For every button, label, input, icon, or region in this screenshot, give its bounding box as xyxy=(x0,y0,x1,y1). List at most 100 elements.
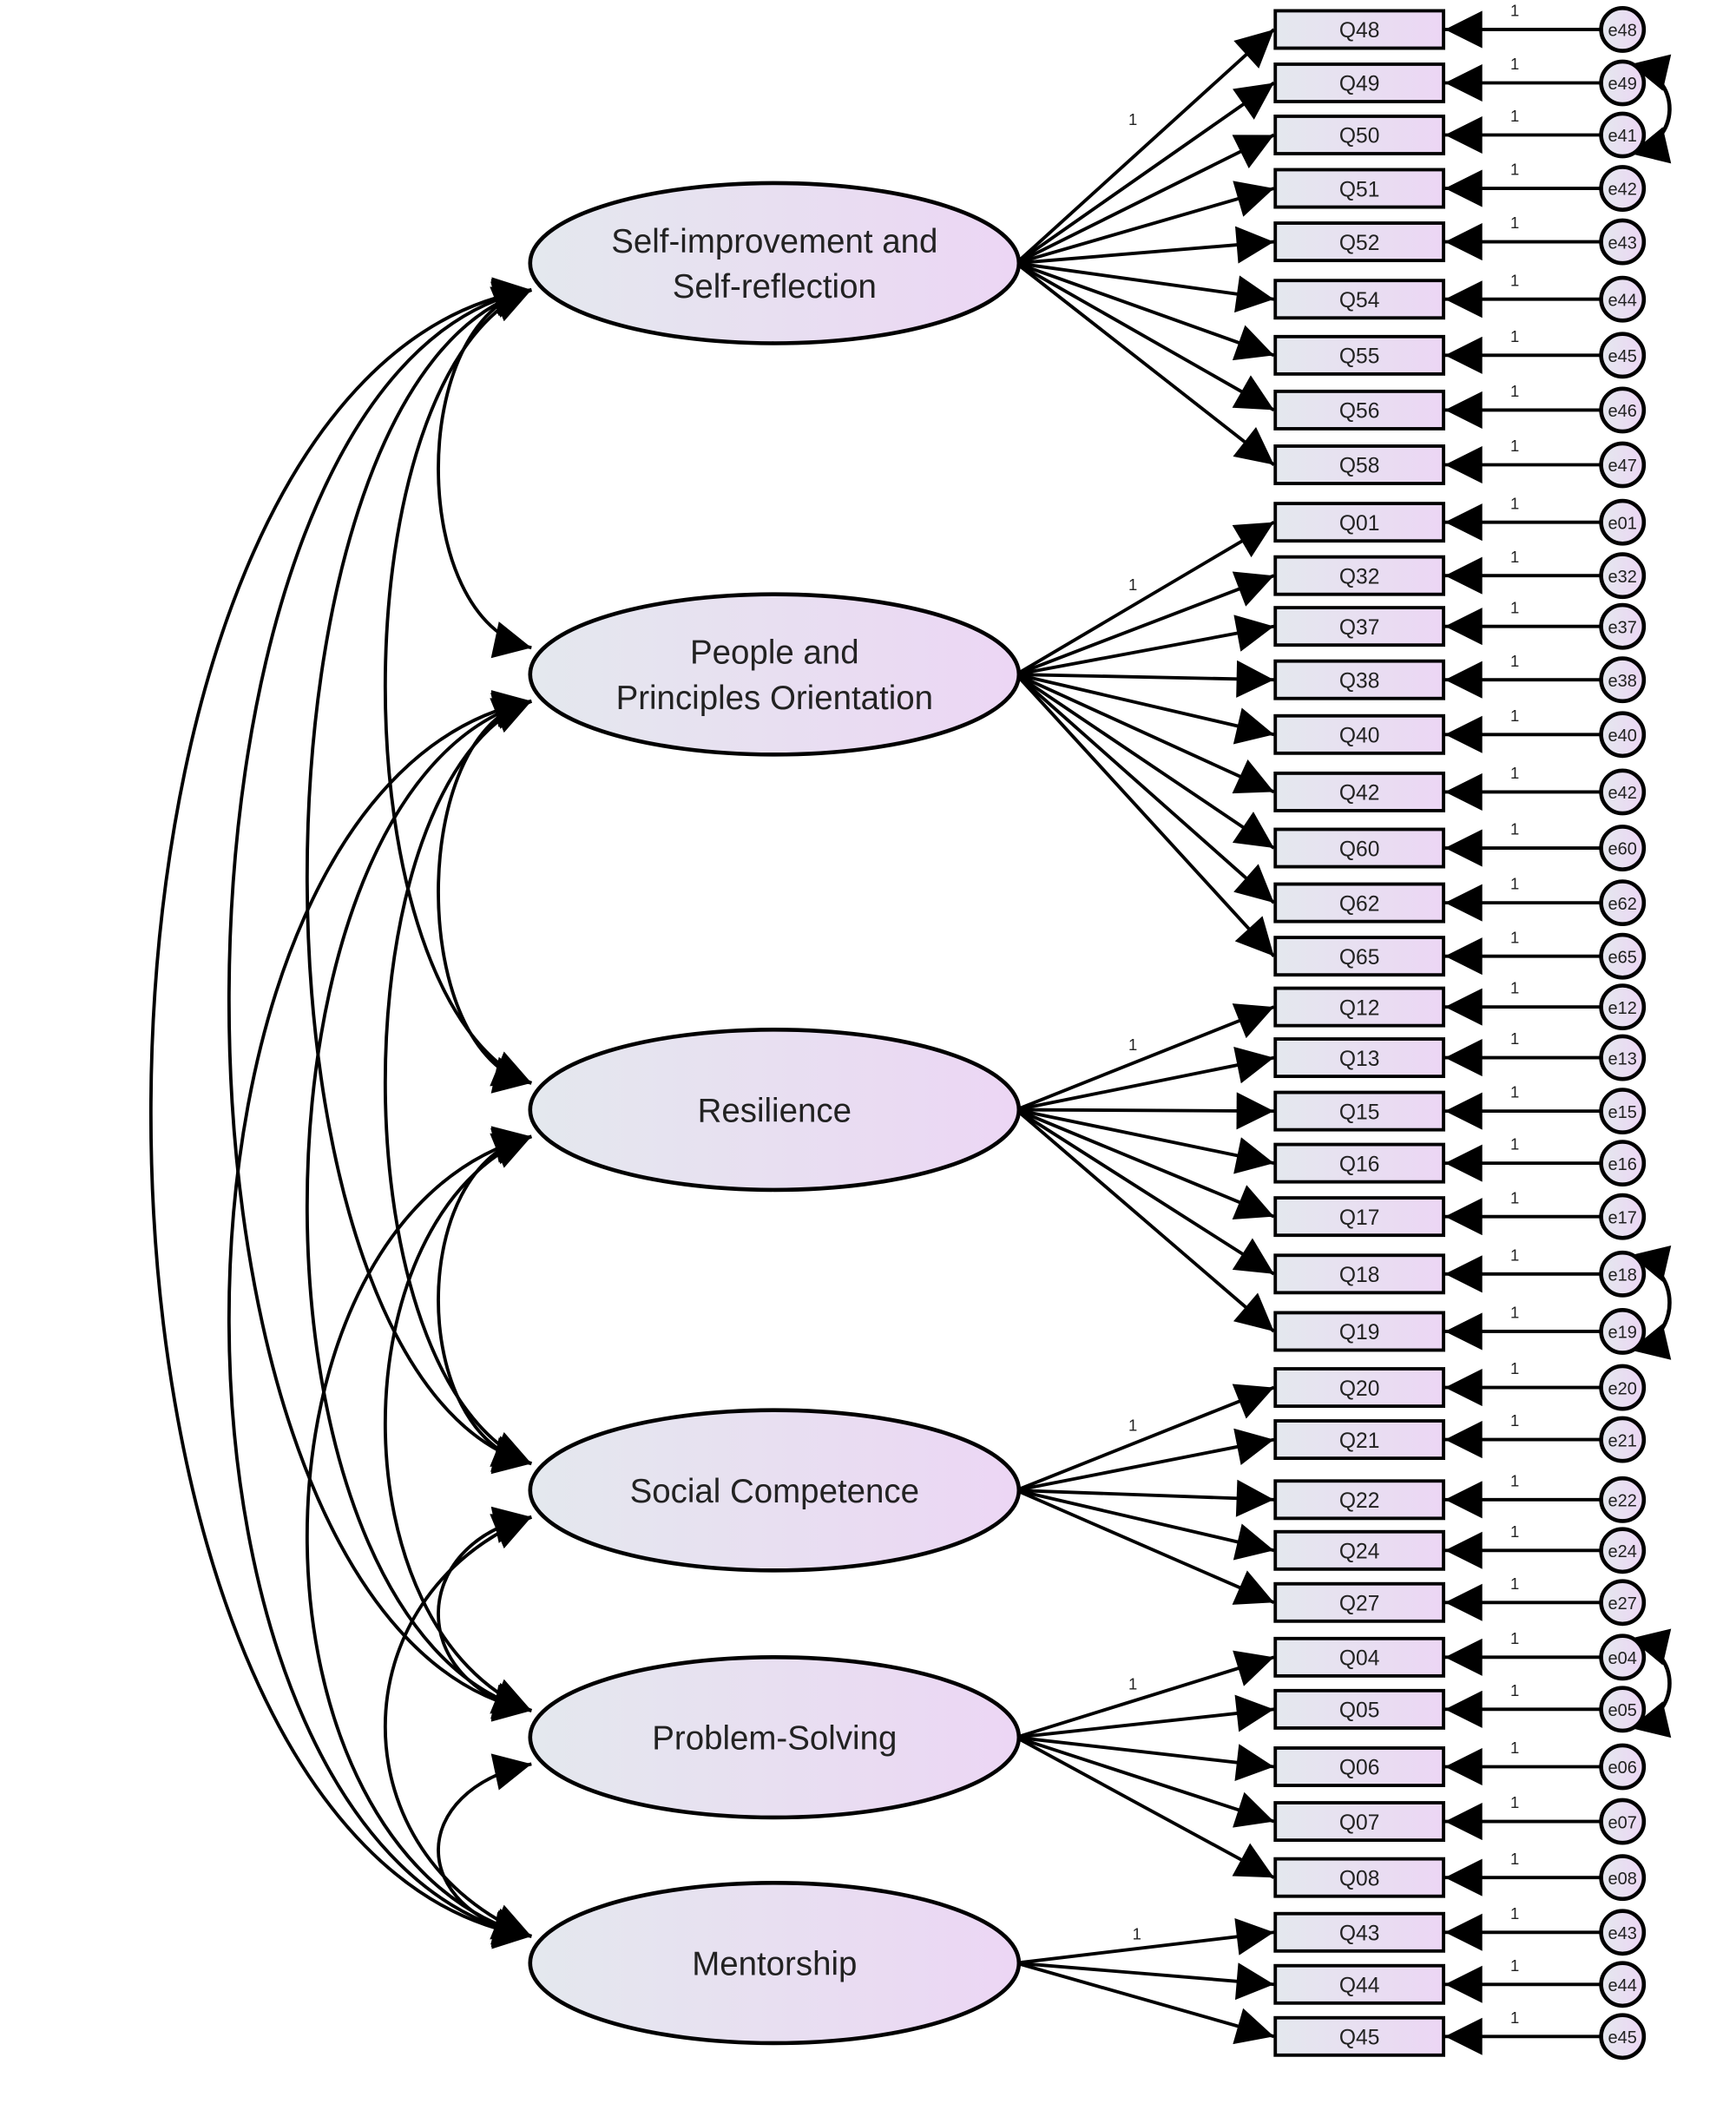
loading-arrow xyxy=(1016,1003,1275,1112)
latent-factor-self-improvement xyxy=(528,181,1022,345)
error-label: e17 xyxy=(1608,1208,1637,1227)
factor-covariance-arrow xyxy=(384,1514,533,1940)
error-label: e21 xyxy=(1608,1431,1637,1450)
error-label: e41 xyxy=(1608,127,1637,146)
error-fixed-label: 1 xyxy=(1510,1359,1519,1377)
indicator-label: Q19 xyxy=(1339,1321,1380,1344)
error-node xyxy=(1599,1633,1647,1681)
indicator-box-q51 xyxy=(1273,168,1445,209)
error-fixed-label: 1 xyxy=(1510,1850,1519,1868)
error-label: e46 xyxy=(1608,402,1637,421)
factor-label: Self-reflection xyxy=(673,268,877,306)
indicator-label: Q48 xyxy=(1339,19,1380,43)
error-label: e32 xyxy=(1608,568,1637,587)
error-label: e37 xyxy=(1608,618,1637,637)
error-node xyxy=(1599,1193,1647,1240)
latent-factor-social-competence xyxy=(528,1408,1022,1573)
error-label: e20 xyxy=(1608,1379,1637,1398)
error-fixed-label: 1 xyxy=(1510,875,1519,893)
loading-arrow xyxy=(1016,226,1274,266)
indicator-box-q07 xyxy=(1273,1801,1445,1843)
indicator-label: Q44 xyxy=(1339,1975,1380,1998)
loading-arrow xyxy=(1016,261,1275,361)
factor-covariance-arrow xyxy=(305,693,532,1719)
indicator-label: Q05 xyxy=(1339,1699,1380,1723)
loading-arrow xyxy=(1016,1961,1275,2045)
indicator-label: Q27 xyxy=(1339,1593,1380,1616)
indicator-label: Q65 xyxy=(1339,946,1380,970)
error-node xyxy=(1599,1961,1647,2008)
error-label: e16 xyxy=(1608,1155,1637,1174)
indicator-box-q62 xyxy=(1273,882,1445,924)
loading-arrow xyxy=(1015,673,1276,957)
indicator-box-q55 xyxy=(1273,334,1445,376)
indicator-label: Q15 xyxy=(1339,1101,1380,1124)
factor-covariance-arrow xyxy=(437,279,532,659)
error-label: e22 xyxy=(1608,1491,1637,1510)
error-fixed-label: 1 xyxy=(1510,1904,1519,1923)
factor-label: People and xyxy=(690,634,859,672)
indicator-label: Q12 xyxy=(1339,996,1380,1020)
error-node xyxy=(1599,983,1647,1031)
loading-arrow xyxy=(1015,28,1275,265)
error-label: e45 xyxy=(1608,2028,1637,2048)
error-label: e38 xyxy=(1608,672,1637,691)
indicator-label: Q38 xyxy=(1339,669,1380,693)
loading-arrow xyxy=(1016,1092,1274,1130)
error-label: e49 xyxy=(1608,75,1637,94)
error-label: e45 xyxy=(1608,347,1637,366)
factor-covariance-arrow xyxy=(383,1133,533,1714)
latent-factor-resilience xyxy=(528,1027,1022,1193)
loading-arrow xyxy=(1015,261,1275,467)
error-node xyxy=(1599,1798,1647,1845)
error-label: e15 xyxy=(1608,1103,1637,1122)
indicator-label: Q22 xyxy=(1339,1489,1380,1513)
error-node xyxy=(1599,711,1647,759)
error-node xyxy=(1599,386,1647,434)
error-label: e19 xyxy=(1608,1324,1637,1343)
error-fixed-label: 1 xyxy=(1510,271,1519,289)
loading-arrow xyxy=(1016,1489,1275,1561)
indicator-box-q04 xyxy=(1273,1636,1445,1678)
latent-factor-people-principles xyxy=(528,592,1022,757)
error-node xyxy=(1599,1308,1647,1355)
error-label: e24 xyxy=(1608,1542,1637,1561)
error-fixed-label: 1 xyxy=(1510,1188,1519,1206)
loading-arrow xyxy=(1016,1108,1275,1220)
indicator-box-q42 xyxy=(1273,771,1445,812)
error-node xyxy=(1599,332,1647,379)
error-node xyxy=(1599,1088,1647,1135)
indicator-box-q16 xyxy=(1273,1142,1445,1184)
error-node xyxy=(1599,218,1647,266)
indicator-label: Q50 xyxy=(1339,125,1380,148)
indicator-label: Q49 xyxy=(1339,73,1380,96)
latent-factor-mentorship xyxy=(528,1881,1022,2046)
error-fixed-label: 1 xyxy=(1510,1135,1519,1154)
error-fixed-label: 1 xyxy=(1510,1246,1519,1264)
error-fixed-label: 1 xyxy=(1510,764,1519,782)
loading-arrow xyxy=(1015,261,1275,412)
error-node xyxy=(1599,1416,1647,1463)
indicator-label: Q43 xyxy=(1339,1923,1380,1946)
error-fixed-label: 1 xyxy=(1510,1793,1519,1811)
indicator-label: Q60 xyxy=(1339,838,1380,861)
error-fixed-label: 1 xyxy=(1510,1681,1519,1699)
indicator-box-q19 xyxy=(1273,1311,1445,1352)
indicator-box-q01 xyxy=(1273,502,1445,543)
error-fixed-label: 1 xyxy=(1510,382,1519,400)
latent-factor-problem-solving xyxy=(528,1655,1022,1820)
factor-covariance-arrow xyxy=(306,1127,532,1945)
factor-covariance-arrow xyxy=(437,1506,532,1721)
indicator-label: Q42 xyxy=(1339,782,1380,805)
indicator-box-q27 xyxy=(1273,1581,1445,1623)
error-node xyxy=(1599,2013,1647,2061)
error-node xyxy=(1599,1527,1647,1574)
error-fixed-label: 1 xyxy=(1510,928,1519,946)
factor-covariance-arrow xyxy=(227,279,532,1722)
indicator-label: Q01 xyxy=(1339,512,1380,536)
error-node xyxy=(1599,1140,1647,1187)
loading-arrow xyxy=(1016,660,1274,698)
indicator-box-q13 xyxy=(1273,1037,1445,1079)
indicator-label: Q04 xyxy=(1339,1647,1380,1671)
